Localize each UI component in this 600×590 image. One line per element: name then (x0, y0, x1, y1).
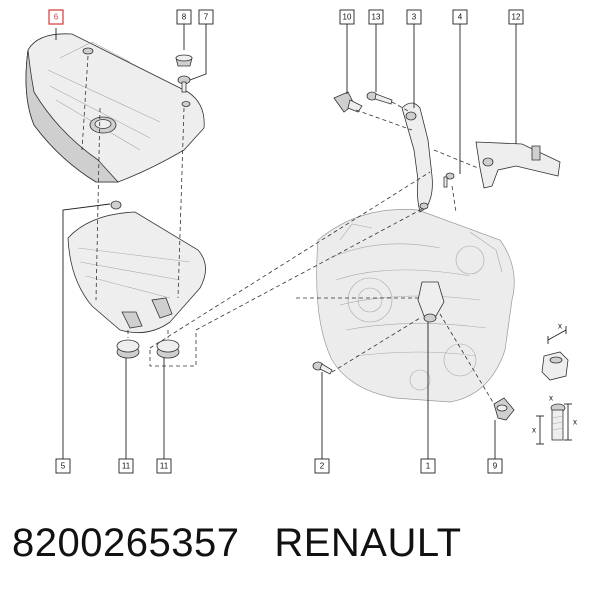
assembly-lines (81, 55, 495, 405)
bolt-4 (443, 172, 455, 188)
svg-text:4: 4 (458, 13, 463, 22)
svg-text:8: 8 (182, 13, 187, 22)
svg-text:5: 5 (61, 462, 66, 471)
svg-text:12: 12 (512, 13, 521, 22)
svg-text:3: 3 (412, 13, 417, 22)
svg-text:11: 11 (160, 462, 169, 471)
svg-text:6: 6 (54, 13, 59, 22)
callout-2: 2 (314, 458, 330, 474)
lifting-bracket (401, 102, 433, 213)
callout-6: 6 (48, 9, 64, 25)
callout-13: 13 (368, 9, 384, 25)
callout-3: 3 (406, 9, 422, 25)
callout-7: 7 (198, 9, 214, 25)
svg-text:10: 10 (343, 13, 352, 22)
callout-9: 9 (487, 458, 503, 474)
engine-block (316, 209, 515, 403)
bracket-plate (475, 141, 561, 189)
callout-4: 4 (452, 9, 468, 25)
callout-8: 8 (176, 9, 192, 25)
engine-cover (25, 33, 205, 183)
leader-lines (55, 22, 517, 459)
cover-bolt (177, 75, 191, 93)
bolt-2 (312, 361, 333, 375)
cover-bracket (67, 200, 206, 334)
cap-nut (175, 54, 193, 67)
sensor-9 (493, 397, 515, 421)
svg-text:7: 7 (204, 13, 209, 22)
dimension-mark-x2: x (549, 394, 553, 403)
rubber-mount-right (156, 339, 180, 359)
brand-name: RENAULT (274, 520, 462, 565)
svg-text:9: 9 (493, 462, 498, 471)
svg-text:11: 11 (122, 462, 131, 471)
nut-detail (541, 326, 569, 381)
dimension-mark-x3: x (532, 426, 536, 435)
clip-10 (333, 91, 363, 113)
parts-diagram: x x x x 6 (25, 9, 577, 474)
dimension-mark-x4: x (573, 418, 577, 427)
callout-11-right: 11 (156, 458, 172, 474)
dimension-mark-x1: x (558, 322, 562, 331)
callout-1: 1 (420, 458, 436, 474)
engine-mount-bracket (417, 281, 445, 323)
callout-5: 5 (55, 458, 71, 474)
callout-11-left: 11 (118, 458, 134, 474)
callout-12: 12 (508, 9, 524, 25)
bolt-detail (536, 403, 572, 445)
part-caption: 8200265357 RENAULT (12, 515, 592, 571)
svg-text:2: 2 (320, 462, 325, 471)
svg-text:1: 1 (426, 462, 431, 471)
rubber-mount-left (116, 339, 140, 359)
bolt-13 (366, 91, 393, 105)
callout-10: 10 (339, 9, 355, 25)
svg-text:13: 13 (372, 13, 381, 22)
part-number: 8200265357 (12, 520, 240, 565)
